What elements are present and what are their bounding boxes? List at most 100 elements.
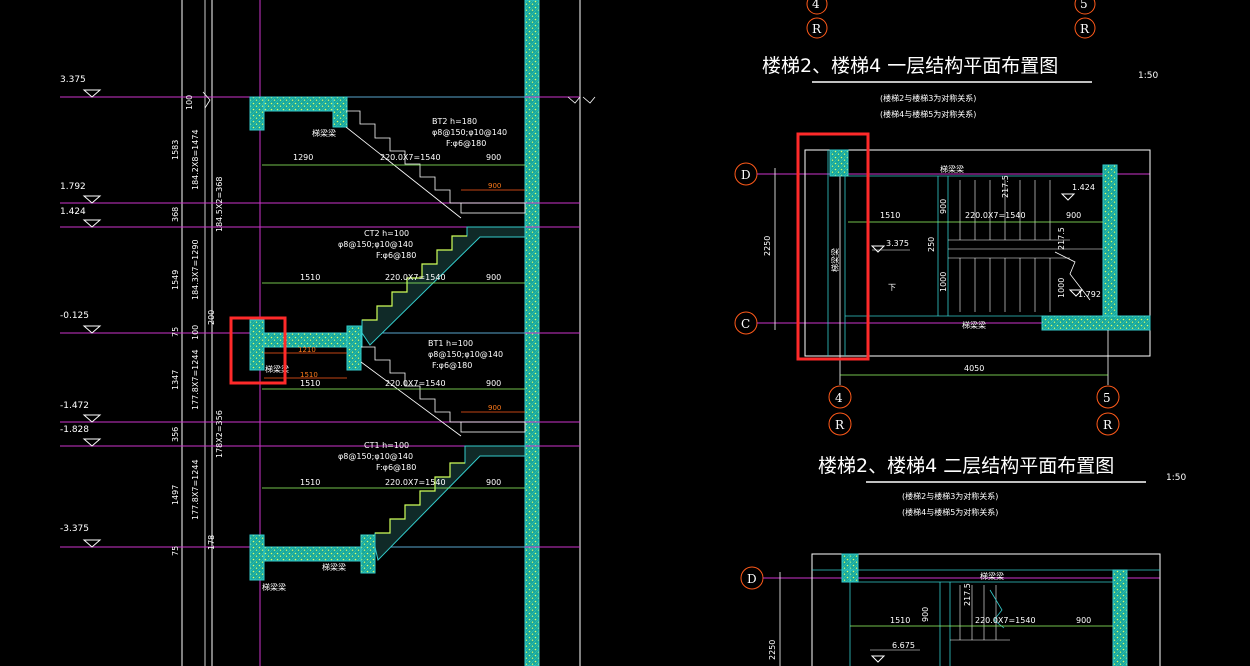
svg-text:1347: 1347 bbox=[171, 370, 180, 390]
svg-text:φ8@150;φ10@140: φ8@150;φ10@140 bbox=[428, 350, 503, 359]
svg-text:6.675: 6.675 bbox=[892, 641, 915, 650]
svg-text:184.5X2=368: 184.5X2=368 bbox=[215, 177, 224, 232]
axis-bubble: R bbox=[1103, 418, 1113, 432]
svg-text:220.0X7=1540: 220.0X7=1540 bbox=[385, 478, 446, 487]
svg-text:3.375: 3.375 bbox=[886, 239, 909, 248]
elevation-label: -0.125 bbox=[60, 311, 89, 321]
highlight-box-plan bbox=[796, 132, 870, 361]
svg-text:1510: 1510 bbox=[300, 371, 318, 379]
svg-text:1497: 1497 bbox=[171, 485, 180, 505]
svg-text:1510: 1510 bbox=[890, 616, 910, 625]
svg-text:217.5: 217.5 bbox=[1057, 227, 1066, 250]
svg-text:梯梁梁: 梯梁梁 bbox=[980, 571, 1004, 581]
svg-text:F:φ6@180: F:φ6@180 bbox=[376, 463, 416, 472]
svg-text:下: 下 bbox=[888, 283, 896, 292]
svg-text:900: 900 bbox=[921, 607, 930, 622]
elevation-label: 1.792 bbox=[60, 182, 86, 192]
svg-text:4050: 4050 bbox=[964, 364, 984, 373]
axis-bubble: 4 bbox=[812, 0, 820, 11]
plan-view-second-floor: 楼梯2、楼梯4 二层结构平面布置图 1:50 (楼梯2与楼梯3为对称关系) (楼… bbox=[740, 455, 1186, 666]
axis-bubble: 5 bbox=[1080, 0, 1088, 11]
svg-text:CT1 h=100: CT1 h=100 bbox=[364, 441, 409, 450]
elevation-labels: 3.375 1.792 1.424 -0.125 -1.472 -1.828 -… bbox=[60, 75, 89, 534]
svg-text:177.8X7=1244: 177.8X7=1244 bbox=[191, 349, 200, 410]
highlight-box-section bbox=[229, 316, 287, 385]
svg-text:1210: 1210 bbox=[298, 346, 316, 354]
svg-text:900: 900 bbox=[1066, 211, 1081, 220]
svg-text:900: 900 bbox=[486, 478, 501, 487]
svg-text:1.424: 1.424 bbox=[1072, 183, 1095, 192]
plan-note: (楼梯2与楼梯3为对称关系) bbox=[902, 491, 998, 501]
svg-text:梯梁梁: 梯梁梁 bbox=[322, 562, 346, 572]
svg-text:75: 75 bbox=[171, 327, 180, 337]
svg-text:178X2=356: 178X2=356 bbox=[215, 410, 224, 458]
axis-bubble: D bbox=[747, 572, 757, 586]
svg-text:75: 75 bbox=[171, 546, 180, 556]
svg-text:220.0X7=1540: 220.0X7=1540 bbox=[380, 153, 441, 162]
plan-scale: 1:50 bbox=[1166, 473, 1186, 483]
svg-text:1510: 1510 bbox=[300, 273, 320, 282]
svg-text:φ8@150;φ10@140: φ8@150;φ10@140 bbox=[338, 452, 413, 461]
stair-section-view: 3.375 1.792 1.424 -0.125 -1.472 -1.828 -… bbox=[60, 0, 596, 666]
svg-text:900: 900 bbox=[486, 153, 501, 162]
svg-text:220.0X7=1540: 220.0X7=1540 bbox=[385, 273, 446, 282]
svg-text:梯梁梁: 梯梁梁 bbox=[312, 128, 336, 138]
elevation-markers bbox=[82, 89, 102, 548]
svg-text:F:φ6@180: F:φ6@180 bbox=[376, 251, 416, 260]
plan-scale: 1:50 bbox=[1138, 71, 1158, 81]
svg-text:1583: 1583 bbox=[171, 140, 180, 160]
svg-text:356: 356 bbox=[171, 427, 180, 442]
svg-text:178: 178 bbox=[207, 535, 216, 550]
svg-text:100: 100 bbox=[191, 325, 200, 340]
svg-text:200: 200 bbox=[207, 310, 216, 325]
svg-text:900: 900 bbox=[488, 404, 501, 412]
svg-text:177.8X7=1244: 177.8X7=1244 bbox=[191, 459, 200, 520]
svg-text:梯梁梁: 梯梁梁 bbox=[265, 364, 289, 374]
svg-text:100: 100 bbox=[185, 95, 194, 110]
svg-text:1510: 1510 bbox=[300, 379, 320, 388]
plan-note: (楼梯4与楼梯5为对称关系) bbox=[902, 507, 998, 517]
axis-bubble: R bbox=[812, 22, 822, 36]
svg-text:CT2 h=100: CT2 h=100 bbox=[364, 229, 409, 238]
elevation-label: -1.472 bbox=[60, 401, 89, 411]
axis-bubble: R bbox=[1080, 22, 1090, 36]
elevation-label: -1.828 bbox=[60, 425, 89, 435]
svg-text:217.5: 217.5 bbox=[1001, 175, 1010, 198]
svg-text:φ8@150;φ10@140: φ8@150;φ10@140 bbox=[338, 240, 413, 249]
stair-labels: BT2 h=180 φ8@150;φ10@140 F:φ6@180 CT2 h=… bbox=[262, 117, 507, 592]
svg-text:2250: 2250 bbox=[768, 640, 777, 660]
svg-text:900: 900 bbox=[486, 273, 501, 282]
svg-text:1510: 1510 bbox=[880, 211, 900, 220]
svg-text:900: 900 bbox=[488, 182, 501, 190]
svg-text:梯梁梁: 梯梁梁 bbox=[940, 164, 964, 174]
axis-bubble: 4 bbox=[835, 391, 843, 405]
elevation-label: -3.375 bbox=[60, 524, 89, 534]
svg-text:1.792: 1.792 bbox=[1078, 290, 1101, 299]
svg-text:BT1 h=100: BT1 h=100 bbox=[428, 339, 473, 348]
svg-text:368: 368 bbox=[171, 207, 180, 222]
svg-text:φ8@150;φ10@140: φ8@150;φ10@140 bbox=[432, 128, 507, 137]
axis-bubble: R bbox=[835, 418, 845, 432]
axis-bubble: 5 bbox=[1103, 391, 1111, 405]
elevation-label: 1.424 bbox=[60, 207, 86, 217]
axis-bubble: D bbox=[741, 168, 751, 182]
svg-text:900: 900 bbox=[1076, 616, 1091, 625]
svg-text:220.0X7=1540: 220.0X7=1540 bbox=[965, 211, 1026, 220]
svg-text:184.2X8=1474: 184.2X8=1474 bbox=[191, 129, 200, 190]
svg-text:1549: 1549 bbox=[171, 270, 180, 290]
svg-text:900: 900 bbox=[939, 199, 948, 214]
svg-text:220.0X7=1540: 220.0X7=1540 bbox=[975, 616, 1036, 625]
svg-text:1000: 1000 bbox=[939, 272, 948, 292]
svg-text:184.3X7=1290: 184.3X7=1290 bbox=[191, 239, 200, 300]
plan-title: 楼梯2、楼梯4 一层结构平面布置图 bbox=[762, 55, 1058, 77]
svg-text:217.5: 217.5 bbox=[963, 583, 972, 606]
svg-text:2250: 2250 bbox=[763, 236, 772, 256]
svg-text:梯梁梁: 梯梁梁 bbox=[830, 248, 840, 272]
elevation-label: 3.375 bbox=[60, 75, 86, 85]
plan-note: (楼梯2与楼梯3为对称关系) bbox=[880, 93, 976, 103]
svg-text:F:φ6@180: F:φ6@180 bbox=[432, 361, 472, 370]
svg-text:梯梁梁: 梯梁梁 bbox=[962, 320, 986, 330]
svg-text:梯梁梁: 梯梁梁 bbox=[262, 582, 286, 592]
svg-text:F:φ6@180: F:φ6@180 bbox=[446, 139, 486, 148]
